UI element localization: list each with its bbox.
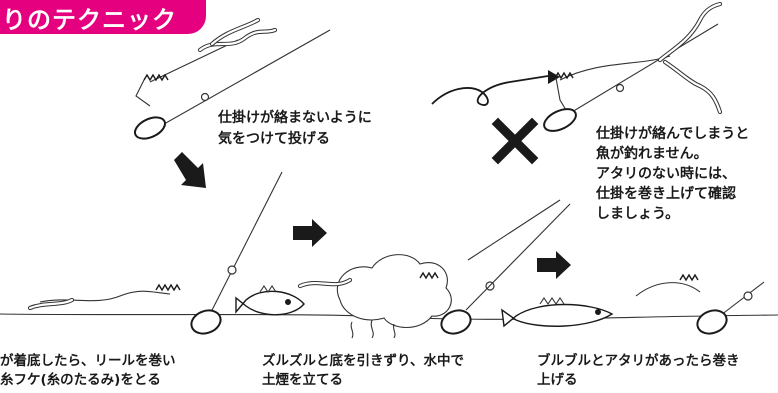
right-arrow-icon (537, 251, 571, 279)
right-arrow-icon (293, 219, 327, 247)
step2-scene (235, 199, 571, 339)
cross-mark-icon (491, 117, 539, 165)
step3-caption: ブルブルとアタリがあったら巻き 上げる (537, 353, 740, 388)
fish-left (235, 285, 305, 316)
down-arrow-icon (174, 152, 206, 188)
fish-right (501, 297, 614, 328)
dust-cloud (336, 254, 452, 329)
step1-caption: が着底したら、リールを巻い 糸フケ(糸のたるみ)をとる (0, 353, 176, 388)
cast-tip-note: 仕掛けが絡まないように 気をつけて投げる (218, 110, 372, 147)
section-title: りのテクニック (2, 5, 177, 34)
step2-caption: ズルズルと底を引きずり、水中で 土煙を立てる (262, 353, 464, 388)
curved-arrow-icon (548, 70, 560, 84)
step3-scene (501, 273, 765, 335)
tangled-rig (431, 1, 723, 132)
tangle-warning-note: 仕掛けが絡んでしまうと 魚が釣れません。 アタリのない時には、 仕掛を巻き上げて… (596, 126, 750, 222)
section-title-tab: りのテクニック (0, 0, 206, 34)
cast-rig (134, 17, 331, 140)
step1-rig (27, 171, 283, 335)
